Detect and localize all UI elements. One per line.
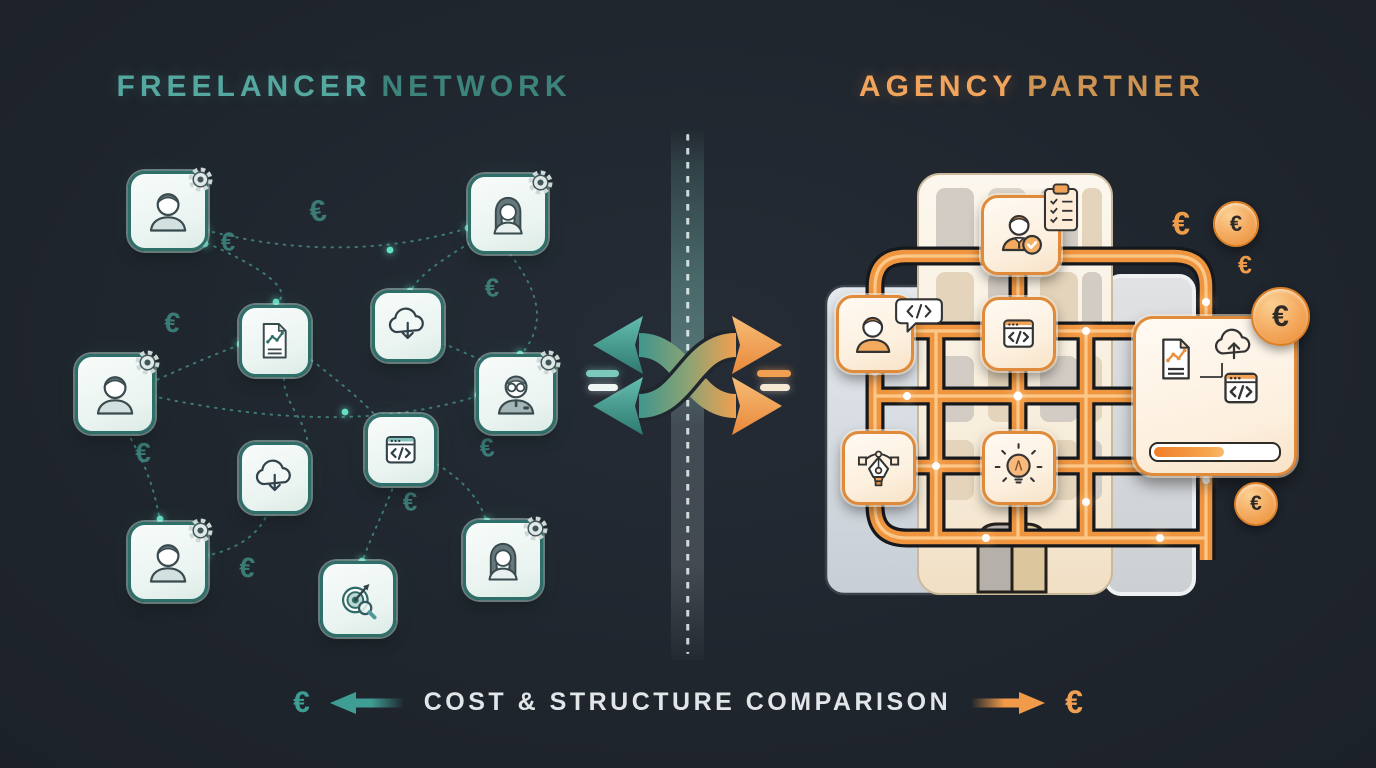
freelancer-node-document-chart <box>239 305 311 377</box>
freelancer-node-person-gear <box>75 354 155 434</box>
euro-symbol: € <box>1238 251 1252 280</box>
equals-mark-orange <box>760 384 790 391</box>
code-window-icon <box>1224 372 1258 404</box>
left-arrow-icon <box>329 691 404 714</box>
freelancer-node-target-search <box>320 561 396 637</box>
euro-symbol: € <box>162 306 182 339</box>
title-word: AGENCY <box>858 70 1018 103</box>
pipe-glow-dots <box>871 298 1210 542</box>
equals-mark-orange <box>757 370 791 377</box>
euro-coin: € <box>1251 287 1310 346</box>
progress-bar-fill <box>1154 447 1225 457</box>
agency-node-code-window <box>982 297 1056 371</box>
equals-mark-teal <box>588 384 618 391</box>
freelancer-node-code-window <box>365 414 437 486</box>
analytics-panel-icons <box>1162 328 1258 404</box>
document-chart-icon <box>247 313 302 368</box>
swap-arrows-icon <box>593 316 782 435</box>
cloud-download-icon <box>247 450 302 505</box>
document-chart-icon <box>1162 338 1190 380</box>
euro-coin: € <box>1213 201 1259 247</box>
freelancer-network-title: FREELANCER NETWORK <box>0 70 688 104</box>
footer-caption-row: € COST & STRUCTURE COMPARISON € <box>0 684 1376 721</box>
title-word: FREELANCER <box>116 70 372 103</box>
freelancer-node-woman-gear <box>463 520 543 600</box>
cloud-upload-icon <box>1214 328 1251 360</box>
euro-symbol: € <box>484 272 500 303</box>
agency-node-pen-tool <box>842 431 916 505</box>
gear-icon <box>518 511 553 546</box>
gear-icon <box>523 165 558 200</box>
euro-symbol: € <box>478 431 496 464</box>
euro-symbol: € <box>1250 492 1262 515</box>
gear-icon <box>183 513 218 548</box>
lightbulb-icon <box>990 439 1047 496</box>
euro-coin: € <box>1234 482 1278 526</box>
gear-icon <box>531 345 566 380</box>
title-word: NETWORK <box>381 70 572 103</box>
chat-code-bubble-icon <box>893 296 945 338</box>
agency-node-account-manager <box>981 195 1061 275</box>
freelancer-node-person-gear <box>128 522 208 602</box>
title-word: PARTNER <box>1027 70 1206 103</box>
agency-node-lightbulb <box>982 431 1056 505</box>
freelancer-node-cloud-download <box>372 290 444 362</box>
gear-icon <box>183 162 218 197</box>
euro-symbol: € <box>135 437 151 468</box>
euro-symbol: € <box>1065 684 1083 720</box>
code-window-icon <box>990 305 1047 362</box>
gear-icon <box>130 345 165 380</box>
freelancer-node-woman-gear <box>468 174 548 254</box>
euro-symbol: € <box>1272 299 1289 333</box>
pen-tool-icon <box>850 439 907 496</box>
euro-symbol: € <box>1229 211 1243 236</box>
euro-symbol: € <box>1172 205 1190 242</box>
code-window-icon <box>373 422 428 477</box>
right-arrow-icon <box>971 691 1046 714</box>
euro-symbol: € <box>293 685 310 719</box>
freelancer-node-cloud-download <box>239 442 311 514</box>
equals-mark-teal <box>586 370 619 377</box>
freelancer-node-person-glasses-gear <box>476 354 556 434</box>
target-search-icon <box>329 570 388 629</box>
progress-bar <box>1149 442 1281 462</box>
footer-caption: COST & STRUCTURE COMPARISON <box>423 688 952 716</box>
agency-partner-title: AGENCY PARTNER <box>688 70 1376 104</box>
euro-symbol: € <box>237 551 257 584</box>
euro-symbol: € <box>402 486 418 517</box>
euro-symbol: € <box>220 226 236 257</box>
cloud-download-icon <box>380 298 435 353</box>
clipboard-checklist-icon <box>1038 181 1084 236</box>
freelancer-node-person-gear <box>128 171 208 251</box>
